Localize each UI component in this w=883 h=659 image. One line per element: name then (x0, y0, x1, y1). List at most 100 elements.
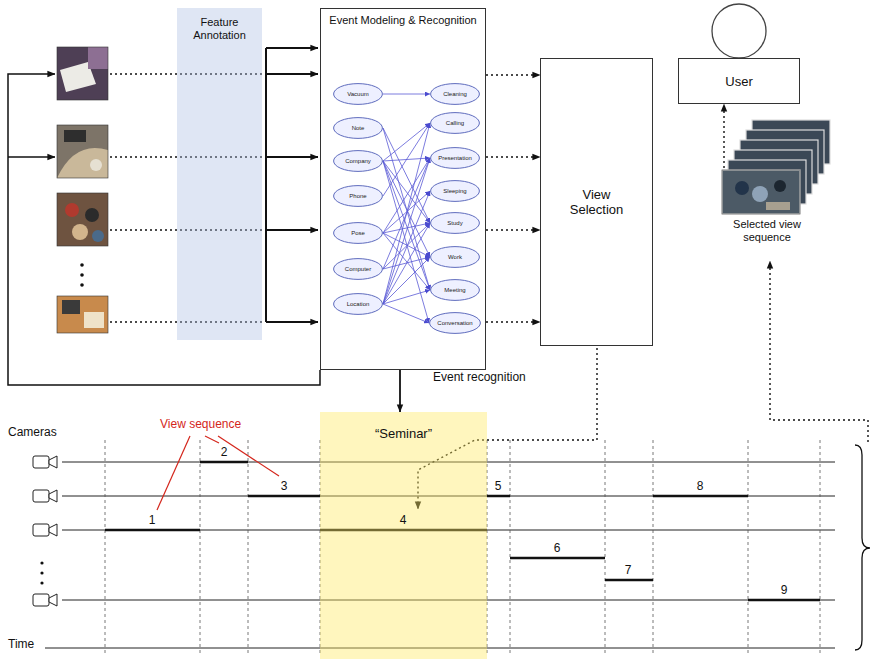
ellipse-shape (430, 313, 481, 334)
flow-arrow (723, 104, 724, 168)
ellipse-shape (334, 259, 383, 280)
relation-arrow (383, 123, 430, 304)
event-node: Location (333, 293, 383, 315)
relation-arrow (383, 257, 430, 304)
camera-symbol (33, 456, 57, 606)
relation-arrow (383, 158, 430, 304)
ellipse-shape (431, 148, 480, 169)
event-node: Presentation (430, 147, 480, 169)
node-text: Location (347, 301, 370, 308)
relation-arrow (383, 123, 430, 196)
ellipsis-dots (40, 561, 43, 584)
user-head (712, 4, 766, 58)
process-box: View Selection (540, 58, 653, 346)
node-text: View Selection (555, 187, 639, 217)
node-text: Work (448, 254, 462, 261)
node-text: Phone (349, 193, 366, 200)
node-text: Feature Annotation (184, 16, 256, 42)
event-node: Work (430, 246, 480, 268)
event-node: Note (333, 117, 383, 139)
event-node: Computer (333, 258, 383, 280)
event-model-box: Event Modeling & RecognitionVacuumNoteCo… (320, 8, 486, 370)
node-text: Study (447, 220, 462, 227)
node-text: Presentation (438, 155, 472, 162)
event-node: Study (430, 212, 480, 234)
node-text: Note (352, 125, 365, 132)
callout-number: 4 (400, 514, 407, 527)
axis-label: Cameras (8, 426, 57, 439)
node-text: Cleaning (443, 91, 467, 98)
flow-arrow (486, 229, 540, 230)
relation-arrow (383, 233, 430, 257)
flow-arrow (486, 74, 540, 75)
event-highlight: “Seminar” (320, 412, 487, 659)
node-text: Vacuum (347, 91, 369, 98)
ellipse-shape (334, 223, 383, 244)
ellipse-shape (431, 280, 480, 301)
sequence-pointer (770, 261, 868, 442)
relation-arrow (383, 94, 430, 95)
flow-arrow (486, 156, 540, 157)
node-text: Meeting (444, 287, 465, 294)
view-stack-frames (722, 120, 830, 214)
event-node: Phone (333, 185, 383, 207)
event-node: Cleaning (430, 83, 480, 105)
user-box: User (678, 58, 800, 104)
ellipse-shape (431, 181, 480, 202)
brace (855, 445, 870, 650)
callout-number: 9 (781, 584, 788, 597)
camera-thumbnail (57, 296, 108, 333)
callout-number: 7 (625, 564, 632, 577)
node-text: Conversation (437, 320, 472, 327)
node-text: Company (345, 158, 371, 165)
ellipse-shape (334, 84, 383, 105)
ellipse-shape (431, 113, 480, 134)
axis-label: Time (8, 638, 34, 651)
node-text: Pose (351, 230, 365, 237)
ellipse-shape (334, 118, 383, 139)
event-node: Sleeping (430, 180, 480, 202)
event-node: Conversation (429, 312, 481, 334)
node-text: User (725, 74, 752, 89)
flow-arrow (486, 321, 540, 322)
relation-arrow (383, 290, 430, 304)
callout-number: 8 (697, 480, 704, 493)
view-stack: Selected view sequence (716, 168, 818, 252)
relation-arrow (383, 191, 430, 304)
ellipsis-dots (80, 263, 84, 287)
edge-label: Event recognition (433, 371, 526, 384)
callout-number: 1 (149, 514, 156, 527)
ellipse-shape (431, 84, 480, 105)
event-node: Meeting (430, 279, 480, 301)
event-node: Calling (430, 112, 480, 134)
relation-arrow (383, 128, 430, 290)
feedback-wire (8, 74, 320, 385)
relation-arrow (383, 304, 429, 323)
callout-number: 5 (495, 480, 502, 493)
feature-band: Feature Annotation (177, 8, 262, 340)
view-sequence-leaders (157, 436, 279, 510)
relation-arrow (383, 223, 430, 304)
node-text: Selected view sequence (722, 218, 812, 244)
node-text: Computer (345, 266, 371, 273)
node-text: Event Modeling & Recognition (329, 14, 476, 27)
ellipse-shape (431, 213, 480, 234)
relation-arrow (383, 158, 430, 233)
camera-thumbnail (57, 193, 108, 246)
node-text: “Seminar” (375, 426, 432, 441)
camera-thumbnail (57, 47, 108, 100)
ellipse-shape (431, 247, 480, 268)
event-node: Pose (333, 222, 383, 244)
node-text: Sleeping (443, 188, 466, 195)
axis-label: View sequence (160, 418, 241, 431)
callout-number: 2 (221, 446, 228, 459)
event-node: Company (333, 150, 383, 172)
node-text: Calling (446, 120, 464, 127)
callout-number: 3 (281, 480, 288, 493)
relation-arrow (383, 123, 430, 161)
callout-number: 6 (554, 542, 561, 555)
ellipse-shape (334, 151, 383, 172)
event-node: Vacuum (333, 83, 383, 105)
camera-thumbnail (57, 125, 108, 178)
